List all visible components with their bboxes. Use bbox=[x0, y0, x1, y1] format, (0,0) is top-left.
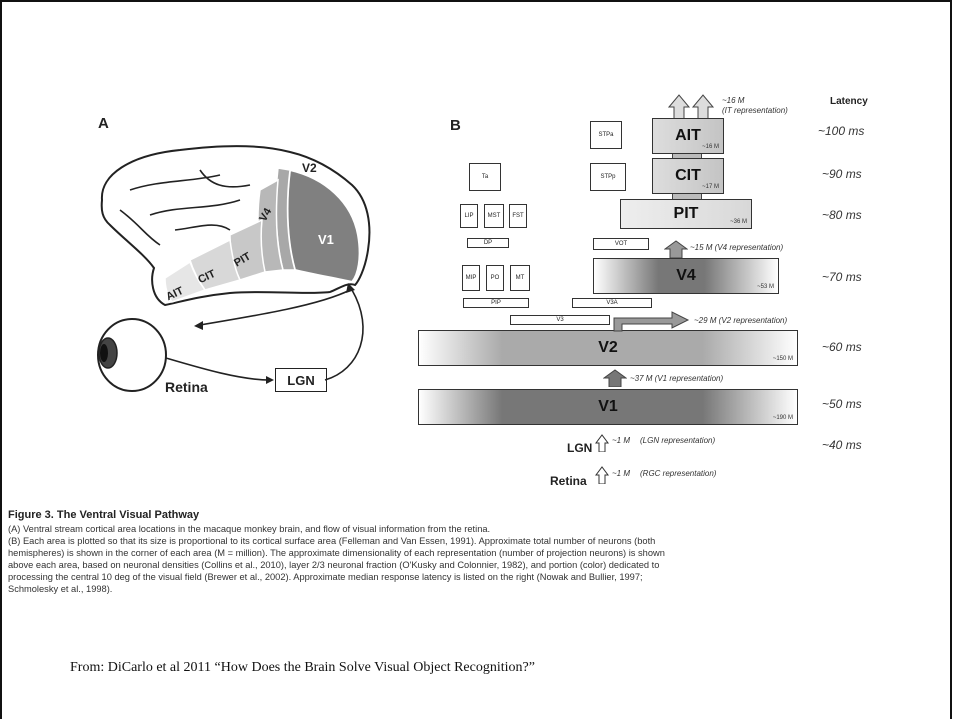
area-v4: V4 ~53 M bbox=[593, 258, 779, 294]
area-v4-neurons: ~53 M bbox=[757, 284, 774, 290]
source-citation: From: DiCarlo et al 2011 “How Does the B… bbox=[70, 660, 535, 675]
latency-cit: ~90 ms bbox=[822, 167, 862, 181]
area-v2-neurons: ~150 M bbox=[772, 356, 793, 362]
lgn-arrow bbox=[595, 434, 609, 452]
latency-lgn: ~40 ms bbox=[822, 438, 862, 452]
area-pit-neurons: ~36 M bbox=[730, 219, 747, 225]
box-pip: PIP bbox=[463, 298, 529, 308]
area-ait: AIT ~16 M bbox=[652, 118, 724, 154]
rgc-annotation-value: ~1 M bbox=[612, 469, 631, 478]
area-cit: CIT ~17 M bbox=[652, 158, 724, 194]
box-stpp: STPp bbox=[590, 163, 626, 191]
box-lip: LIP bbox=[460, 204, 478, 228]
it-annotation-value: ~16 M bbox=[722, 96, 745, 105]
box-v3a: V3A bbox=[572, 298, 652, 308]
area-pit: PIT ~36 M bbox=[620, 199, 752, 229]
area-cit-neurons: ~17 M bbox=[702, 184, 719, 190]
panel-b-label: B bbox=[450, 117, 461, 134]
latency-v1: ~50 ms bbox=[822, 397, 862, 411]
latency-v2: ~60 ms bbox=[822, 340, 862, 354]
box-vot: VOT bbox=[593, 238, 649, 250]
box-mip: MIP bbox=[462, 265, 480, 291]
caption-line: hemispheres) is shown in the corner of e… bbox=[8, 548, 665, 558]
latency-pit: ~80 ms bbox=[822, 208, 862, 222]
v4-region bbox=[257, 178, 284, 273]
box-stpa: STPa bbox=[590, 121, 622, 149]
lgn-label-b: LGN bbox=[567, 441, 593, 455]
caption-line: processing the central 10 deg of the vis… bbox=[8, 572, 643, 582]
v4-input-arrow bbox=[664, 240, 688, 258]
latency-header: Latency bbox=[830, 96, 868, 107]
lgn-box: LGN bbox=[275, 368, 327, 392]
area-v1-neurons: ~190 M bbox=[772, 415, 793, 421]
caption-line: Schmolesky et al., 1998). bbox=[8, 584, 113, 594]
latency-v4: ~70 ms bbox=[822, 270, 862, 284]
area-cit-label: CIT bbox=[675, 167, 701, 184]
area-v1-label: V1 bbox=[598, 398, 618, 415]
eye-icon bbox=[97, 318, 167, 392]
lgn-annotation-desc: (LGN representation) bbox=[640, 436, 716, 445]
retina-label-b: Retina bbox=[550, 474, 587, 488]
box-fst: FST bbox=[509, 204, 527, 228]
area-v1: V1 ~190 M bbox=[418, 389, 798, 425]
caption-line: (B) Each area is plotted so that its siz… bbox=[8, 536, 656, 546]
panel-a-label: A bbox=[98, 115, 109, 132]
box-mst: MST bbox=[484, 204, 504, 228]
latency-ait: ~100 ms bbox=[818, 124, 865, 138]
v4-annotation: ~15 M (V4 representation) bbox=[690, 243, 784, 252]
figure-caption-title: Figure 3. The Ventral Visual Pathway bbox=[8, 509, 200, 521]
it-annotation-desc: (IT representation) bbox=[722, 106, 788, 115]
v1-annotation: ~37 M (V1 representation) bbox=[630, 374, 724, 383]
retina-arrow bbox=[595, 466, 609, 484]
v2-output-arrow bbox=[613, 311, 690, 332]
caption-line: (A) Ventral stream cortical area locatio… bbox=[8, 524, 491, 534]
caption-line: above each area, based on neuronal densi… bbox=[8, 560, 660, 570]
v1-output-arrow bbox=[603, 369, 627, 387]
it-output-arrows bbox=[668, 94, 715, 120]
rgc-annotation-desc: (RGC representation) bbox=[640, 469, 717, 478]
box-mt: MT bbox=[510, 265, 530, 291]
brain-diagram bbox=[97, 145, 371, 392]
area-v2: V2 ~150 M bbox=[418, 330, 798, 366]
retina-label: Retina bbox=[165, 379, 208, 395]
box-v3: V3 bbox=[510, 315, 610, 325]
lgn-annotation-value: ~1 M bbox=[612, 436, 631, 445]
area-v4-label: V4 bbox=[676, 267, 696, 284]
ait-region bbox=[164, 260, 207, 303]
area-pit-label: PIT bbox=[673, 205, 699, 222]
connector-cit-pit bbox=[672, 194, 702, 199]
box-ta: Ta bbox=[469, 163, 501, 191]
brain-label-v2: V2 bbox=[302, 161, 317, 175]
v2-annotation: ~29 M (V2 representation) bbox=[694, 316, 788, 325]
box-dp: DP bbox=[467, 238, 509, 248]
area-ait-label: AIT bbox=[675, 127, 701, 144]
connector-ait-cit bbox=[672, 154, 702, 158]
box-po: PO bbox=[486, 265, 504, 291]
area-v2-label: V2 bbox=[598, 339, 618, 356]
brain-label-v1: V1 bbox=[318, 232, 334, 247]
area-ait-neurons: ~16 M bbox=[702, 144, 719, 150]
